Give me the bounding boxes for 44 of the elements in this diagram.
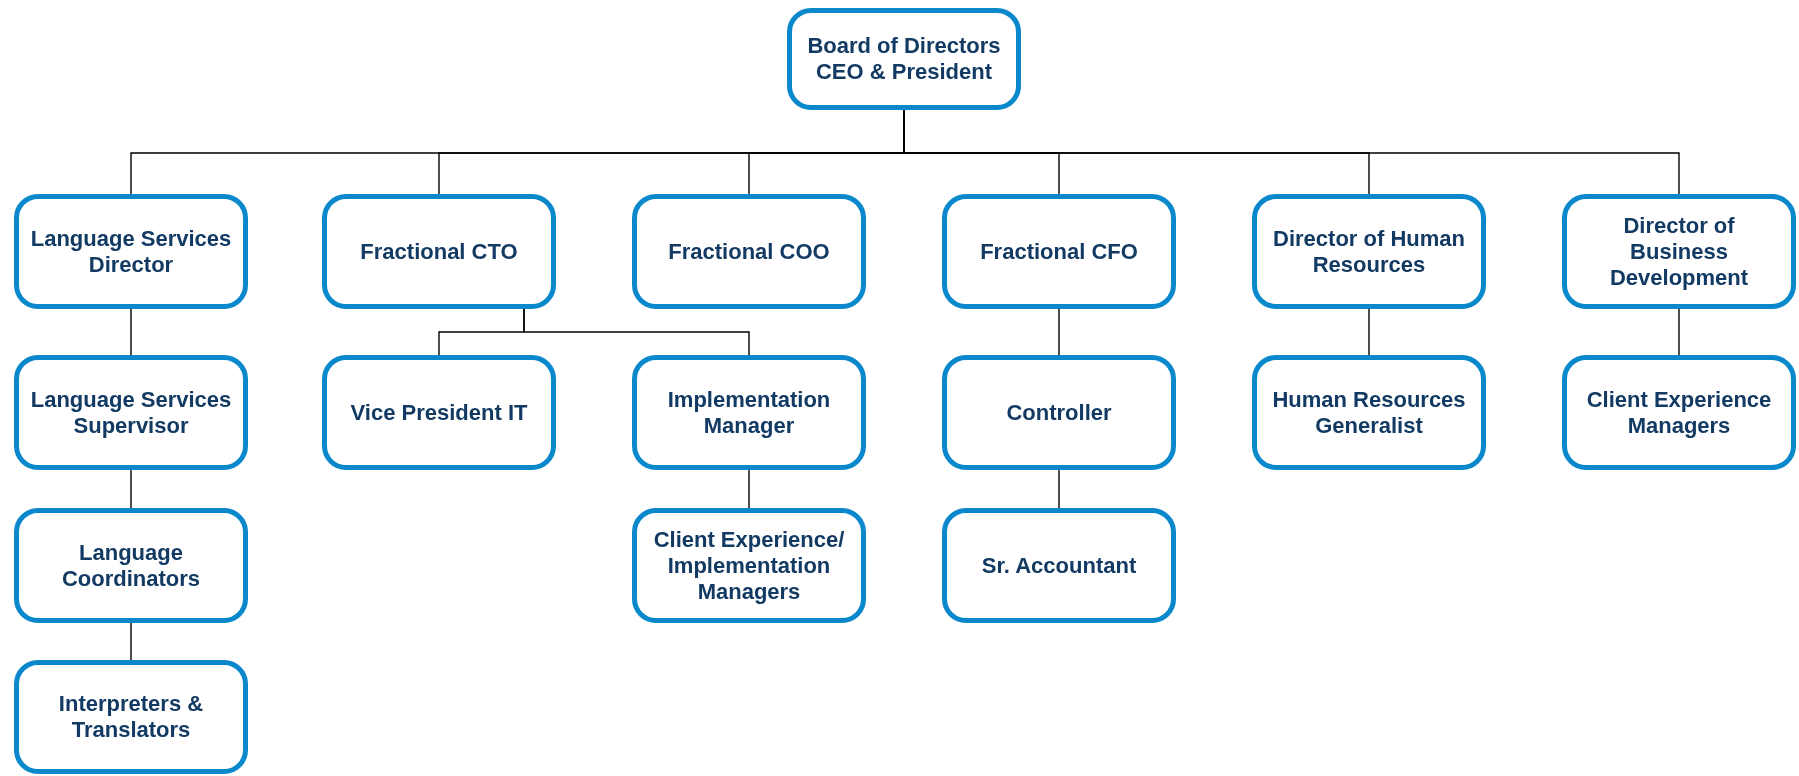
- role-title: Interpreters & Translators: [57, 691, 205, 743]
- role-title: Director of Business Development: [1608, 212, 1750, 291]
- role-box: [942, 508, 1176, 623]
- role-title: Fractional CTO: [360, 238, 518, 265]
- connector-line: [130, 469, 132, 509]
- connector-line: [1368, 308, 1370, 356]
- role-box: [14, 194, 248, 309]
- role-title: Implementation Manager: [666, 386, 832, 439]
- role-title: Language Coordinators: [60, 539, 202, 592]
- role-title: Fractional COO: [668, 238, 830, 265]
- role-box: [1252, 194, 1486, 309]
- connector-line: [523, 308, 750, 356]
- role-title: Controller: [1006, 399, 1112, 426]
- role-title: Client Experience Managers: [1585, 386, 1773, 439]
- role-box: [787, 8, 1021, 110]
- role-title: CEO & President: [815, 59, 992, 85]
- role-title: Language Services Supervisor: [29, 386, 233, 439]
- role-title: Language Services Director: [29, 225, 233, 278]
- connector-line: [130, 622, 132, 661]
- role-box: [632, 355, 866, 470]
- role-box: [14, 660, 248, 774]
- connector-line: [1058, 469, 1060, 509]
- role-title: Sr. Accountant: [981, 552, 1137, 579]
- role-box: [942, 355, 1176, 470]
- role-title: Human Resources Generalist: [1271, 386, 1467, 439]
- connector-line: [1678, 308, 1680, 356]
- connector-line: [1058, 308, 1060, 356]
- role-box: [322, 355, 556, 470]
- role-box: [14, 355, 248, 470]
- role-title: Vice President IT: [350, 399, 528, 426]
- role-box: [1562, 355, 1796, 470]
- role-title: Board of Directors: [807, 33, 1001, 59]
- role-box: [632, 508, 866, 623]
- role-title: Director of Human Resources: [1272, 225, 1466, 278]
- connector-line: [130, 308, 132, 356]
- role-box: [1562, 194, 1796, 309]
- role-box: [14, 508, 248, 623]
- role-box: [632, 194, 866, 309]
- role-title: Client Experience/ Implementation Managers: [652, 526, 846, 605]
- role-box: [942, 194, 1176, 309]
- role-box: [1252, 355, 1486, 470]
- connector-line: [748, 469, 750, 509]
- role-box: [322, 194, 556, 309]
- role-title: Fractional CFO: [980, 238, 1138, 265]
